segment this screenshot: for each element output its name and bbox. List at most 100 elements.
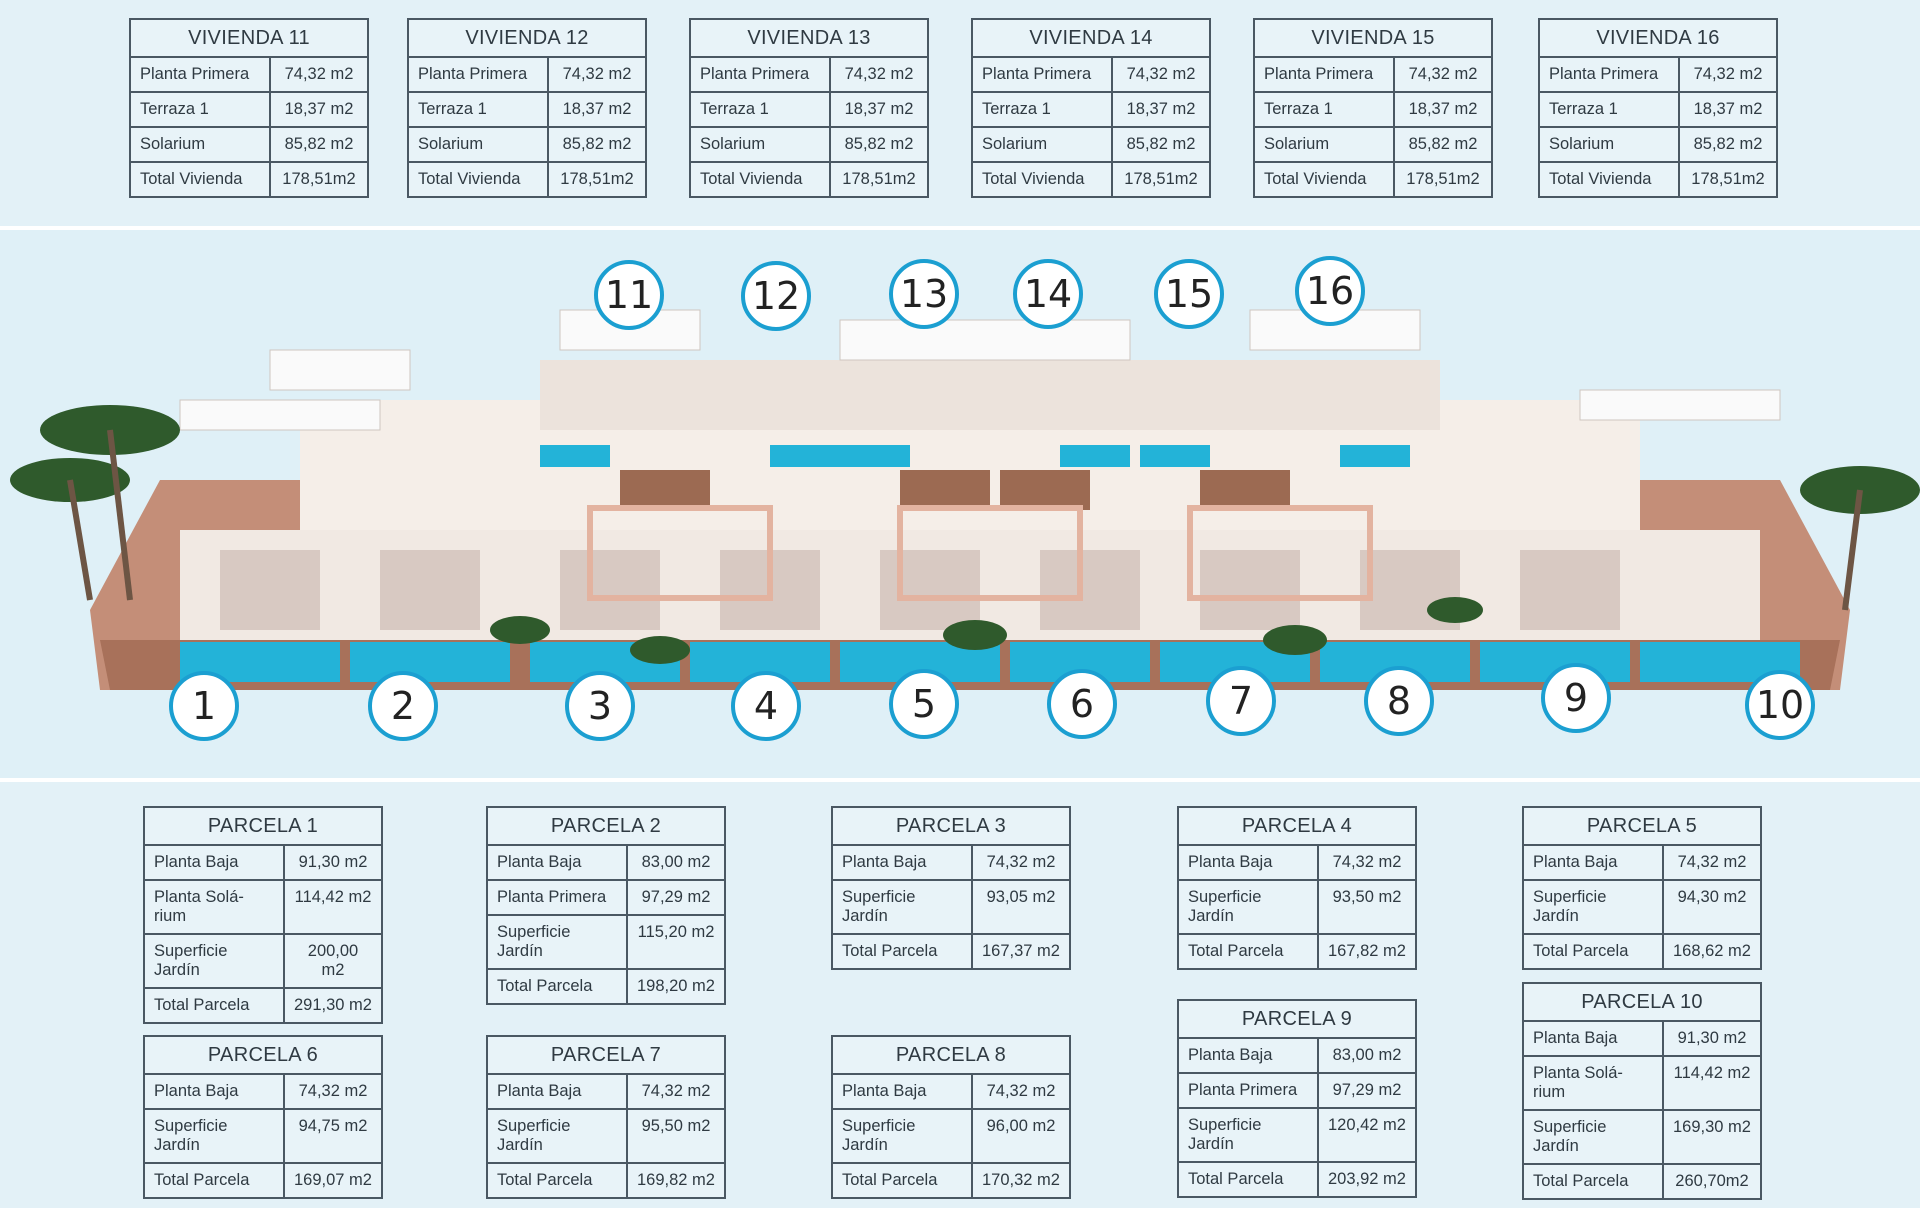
table-row: Total Vivienda 178,51m2 bbox=[131, 163, 367, 196]
row-label: Terraza 1 bbox=[973, 93, 1113, 126]
row-value: 178,51m2 bbox=[282, 170, 356, 188]
row-value: 114,42 m2 bbox=[1673, 1064, 1751, 1082]
row-label: Planta Primera bbox=[1255, 58, 1395, 91]
unit-marker[interactable]: 11 bbox=[594, 260, 664, 330]
unit-marker[interactable]: 10 bbox=[1745, 670, 1815, 740]
row-label: Planta Baja bbox=[1179, 1039, 1319, 1072]
vivienda-title: VIVIENDA 16 bbox=[1540, 20, 1776, 58]
row-label: Planta Primera bbox=[1179, 1074, 1319, 1107]
unit-marker[interactable]: 1 bbox=[169, 671, 239, 741]
row-value: 169,07 m2 bbox=[294, 1171, 372, 1189]
row-label: Superficie Jardín bbox=[1524, 881, 1664, 933]
row-value: 18,37 m2 bbox=[284, 100, 354, 118]
row-value: 178,51m2 bbox=[842, 170, 916, 188]
row-label: Planta Primera bbox=[1540, 58, 1680, 91]
parcela-title: PARCELA 10 bbox=[1524, 984, 1760, 1022]
row-label: Total Vivienda bbox=[1540, 163, 1680, 196]
unit-marker[interactable]: 13 bbox=[889, 259, 959, 329]
row-value: 74,32 m2 bbox=[284, 65, 354, 83]
row-value: 18,37 m2 bbox=[562, 100, 632, 118]
row-value: 200,00 m2 bbox=[307, 942, 359, 979]
row-value: 85,82 m2 bbox=[562, 135, 632, 153]
row-label: Total Parcela bbox=[833, 1164, 973, 1197]
row-label: Superficie Jardín bbox=[1179, 1109, 1319, 1161]
unit-marker[interactable]: 14 bbox=[1013, 259, 1083, 329]
unit-marker[interactable]: 8 bbox=[1364, 666, 1434, 736]
unit-marker[interactable]: 6 bbox=[1047, 669, 1117, 739]
unit-marker[interactable]: 5 bbox=[889, 669, 959, 739]
row-value: 114,42 m2 bbox=[294, 888, 372, 906]
row-label: Superficie Jardín bbox=[145, 935, 285, 987]
row-label: Planta Baja bbox=[145, 1075, 285, 1108]
unit-marker[interactable]: 12 bbox=[741, 261, 811, 331]
row-value: 74,32 m2 bbox=[1408, 65, 1478, 83]
row-label: Terraza 1 bbox=[1255, 93, 1395, 126]
row-label: Planta Baja bbox=[1524, 1022, 1664, 1055]
parcela-title: PARCELA 2 bbox=[488, 808, 724, 846]
unit-marker[interactable]: 16 bbox=[1295, 256, 1365, 326]
row-value: 94,75 m2 bbox=[298, 1117, 368, 1135]
row-value: 91,30 m2 bbox=[1677, 1029, 1747, 1047]
unit-marker[interactable]: 2 bbox=[368, 671, 438, 741]
row-label: Superficie Jardín bbox=[833, 881, 973, 933]
row-value: 74,32 m2 bbox=[641, 1082, 711, 1100]
table-row: Planta Primera 74,32 m2 bbox=[1540, 58, 1776, 93]
row-value: 96,00 m2 bbox=[986, 1117, 1056, 1135]
row-value: 97,29 m2 bbox=[1332, 1081, 1402, 1099]
row-value: 95,50 m2 bbox=[641, 1117, 711, 1135]
row-label: Planta Baja bbox=[488, 846, 628, 879]
parcela-title: PARCELA 1 bbox=[145, 808, 381, 846]
row-label: Planta Baja bbox=[145, 846, 285, 879]
row-value: 169,82 m2 bbox=[637, 1171, 715, 1189]
row-label: Superficie Jardín bbox=[488, 1110, 628, 1162]
row-value: 18,37 m2 bbox=[1408, 100, 1478, 118]
table-row: Planta Baja 74,32 m2 bbox=[1524, 846, 1760, 881]
row-label: Superficie Jardín bbox=[833, 1110, 973, 1162]
row-label: Solarium bbox=[1255, 128, 1395, 161]
unit-marker[interactable]: 3 bbox=[565, 671, 635, 741]
row-value: 85,82 m2 bbox=[844, 135, 914, 153]
row-label: Planta Baja bbox=[833, 1075, 973, 1108]
unit-marker[interactable]: 4 bbox=[731, 671, 801, 741]
row-value: 74,32 m2 bbox=[1677, 853, 1747, 871]
row-label: Terraza 1 bbox=[691, 93, 831, 126]
unit-marker[interactable]: 9 bbox=[1541, 663, 1611, 733]
unit-marker[interactable]: 7 bbox=[1206, 666, 1276, 736]
row-label: Solarium bbox=[131, 128, 271, 161]
row-label: Total Vivienda bbox=[131, 163, 271, 196]
row-value: 291,30 m2 bbox=[294, 996, 372, 1014]
row-label: Planta Primera bbox=[973, 58, 1113, 91]
row-label: Superficie Jardín bbox=[488, 916, 628, 968]
row-label: Planta Baja bbox=[1524, 846, 1664, 879]
unit-marker[interactable]: 15 bbox=[1154, 259, 1224, 329]
row-value: 74,32 m2 bbox=[1693, 65, 1763, 83]
